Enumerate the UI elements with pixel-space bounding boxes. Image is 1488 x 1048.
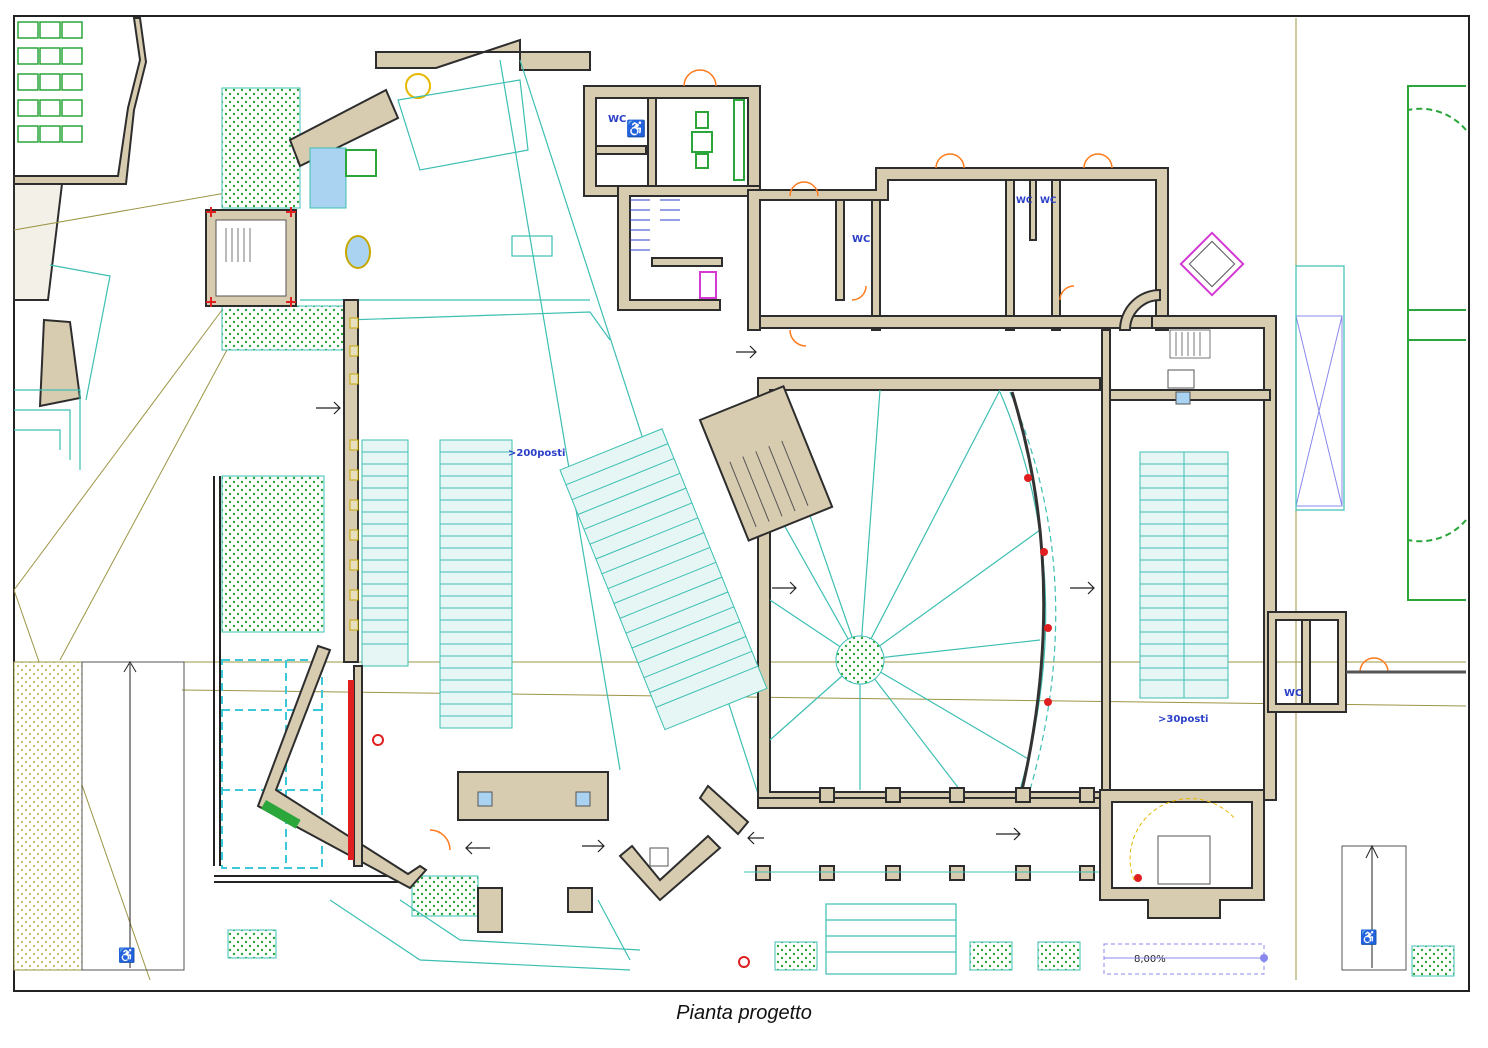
lawn-small-3 xyxy=(969,941,1013,971)
accessibility-icon-right: ♿ xyxy=(1360,929,1377,946)
north-rooms-walls xyxy=(747,167,1169,331)
bike-racks xyxy=(213,476,404,883)
lawn-yellow xyxy=(13,661,83,971)
right-seating-block xyxy=(1139,451,1229,699)
floor-plan-drawing: ♿ WC ♿ xyxy=(13,15,1470,992)
apse-walls xyxy=(1099,789,1265,919)
accessible-wc-icon: ♿ xyxy=(626,119,646,138)
lawn-small-1 xyxy=(227,929,277,959)
seat-count-right: >30posti xyxy=(1158,714,1208,725)
lawn-left xyxy=(221,475,325,633)
seating-block-3 xyxy=(559,428,768,731)
entrance-wedge-walls xyxy=(256,644,428,890)
wc-label-right: WC xyxy=(1284,688,1302,699)
parking-stalls xyxy=(17,21,83,143)
hall-rotunda xyxy=(835,635,885,685)
wc-label-mid: WC xyxy=(852,234,870,245)
left-stair-wall xyxy=(13,183,64,301)
lawn-small-5 xyxy=(1411,945,1455,977)
lawn-mid xyxy=(221,305,347,351)
drawing-caption: Pianta progetto xyxy=(676,1002,812,1024)
slope-label: 8,00% xyxy=(1134,954,1166,965)
lawn-small-4 xyxy=(1037,941,1081,971)
elevator-shaft xyxy=(1179,231,1245,297)
lawn-top xyxy=(221,87,301,209)
seating-block-1 xyxy=(361,439,409,667)
seat-count-left: >200posti xyxy=(508,448,565,459)
wc-label-pair-a: WC xyxy=(1016,196,1033,206)
lawn-entrance xyxy=(411,875,479,917)
wc-label-pair-b: WC xyxy=(1040,196,1057,206)
stage-stair-block xyxy=(698,384,834,542)
seating-block-2 xyxy=(439,439,513,729)
left-nave-wall xyxy=(343,299,359,663)
north-wing-walls xyxy=(375,38,591,71)
accessibility-icon: ♿ xyxy=(118,947,135,964)
wc-label-top-left: WC xyxy=(608,114,626,125)
left-building-wall xyxy=(13,17,148,185)
lawn-small-2 xyxy=(774,941,818,971)
